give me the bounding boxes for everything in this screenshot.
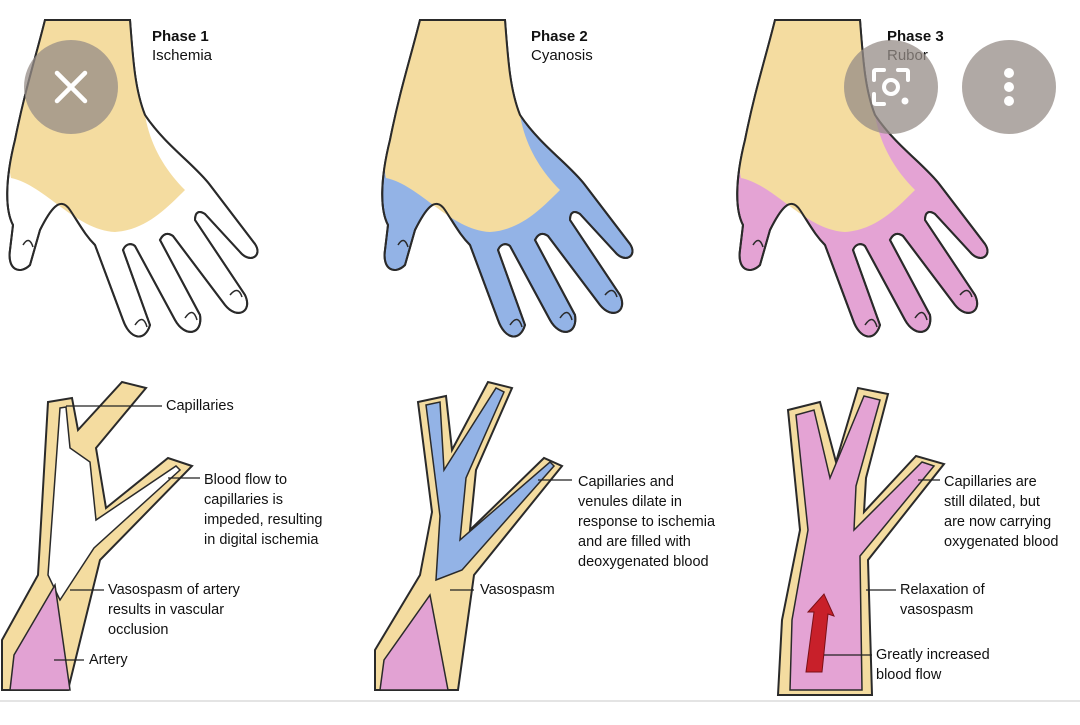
label-blood-flow: Blood flow to capillaries is impeded, re… [204,472,323,548]
lens-search-button[interactable] [844,40,938,134]
label-still-dilated: Capillaries are still dilated, but are n… [944,474,1059,550]
nail-3d [959,289,973,298]
phase-2-title: Phase 2 [531,28,588,45]
nail-1a [22,239,34,248]
label-relaxation: Relaxation of vasospasm [900,582,985,618]
nail-3b [864,318,878,328]
lens-search-icon [872,68,910,106]
label-artery: Artery [89,652,128,668]
label-capillaries-dilate: Capillaries and venules dilate in respon… [578,474,716,570]
nail-1b [134,318,148,328]
vessel-phase-2 [374,380,564,691]
more-vertical-icon [1004,68,1014,106]
nail-2b [509,318,523,328]
nail-3c [914,311,928,321]
more-options-button[interactable] [962,40,1056,134]
hand-phase-3 [736,19,989,338]
label-vasospasm: Vasospasm [480,582,555,598]
phase-1-title: Phase 1 [152,28,209,45]
hand-skin-region-3 [739,20,915,232]
label-vasospasm-artery: Vasospasm of artery results in vascular … [108,582,240,638]
artery-1 [9,582,71,691]
nail-1c [184,311,198,321]
close-icon [54,70,88,104]
artery-2 [379,593,449,691]
label-capillaries: Capillaries [166,398,234,414]
nail-2d [604,289,618,298]
phase-2-subtitle: Cyanosis [531,47,593,64]
hand-phase-2 [381,19,634,338]
vessel-phase-1 [1,380,194,691]
nail-2a [397,239,409,248]
blood-flow-arrow [805,593,835,673]
hand-skin-region-2 [384,20,560,232]
nail-3a [752,239,764,248]
vessel-lumen-2 [425,387,556,582]
close-button[interactable] [24,40,118,134]
phase-1-subtitle: Ischemia [152,47,213,64]
label-increased-flow: Greatly increased blood flow [876,647,990,683]
leader-lines [54,405,940,661]
nail-2c [559,311,573,321]
vessel-phase-3 [776,386,946,696]
nail-1d [229,289,243,298]
